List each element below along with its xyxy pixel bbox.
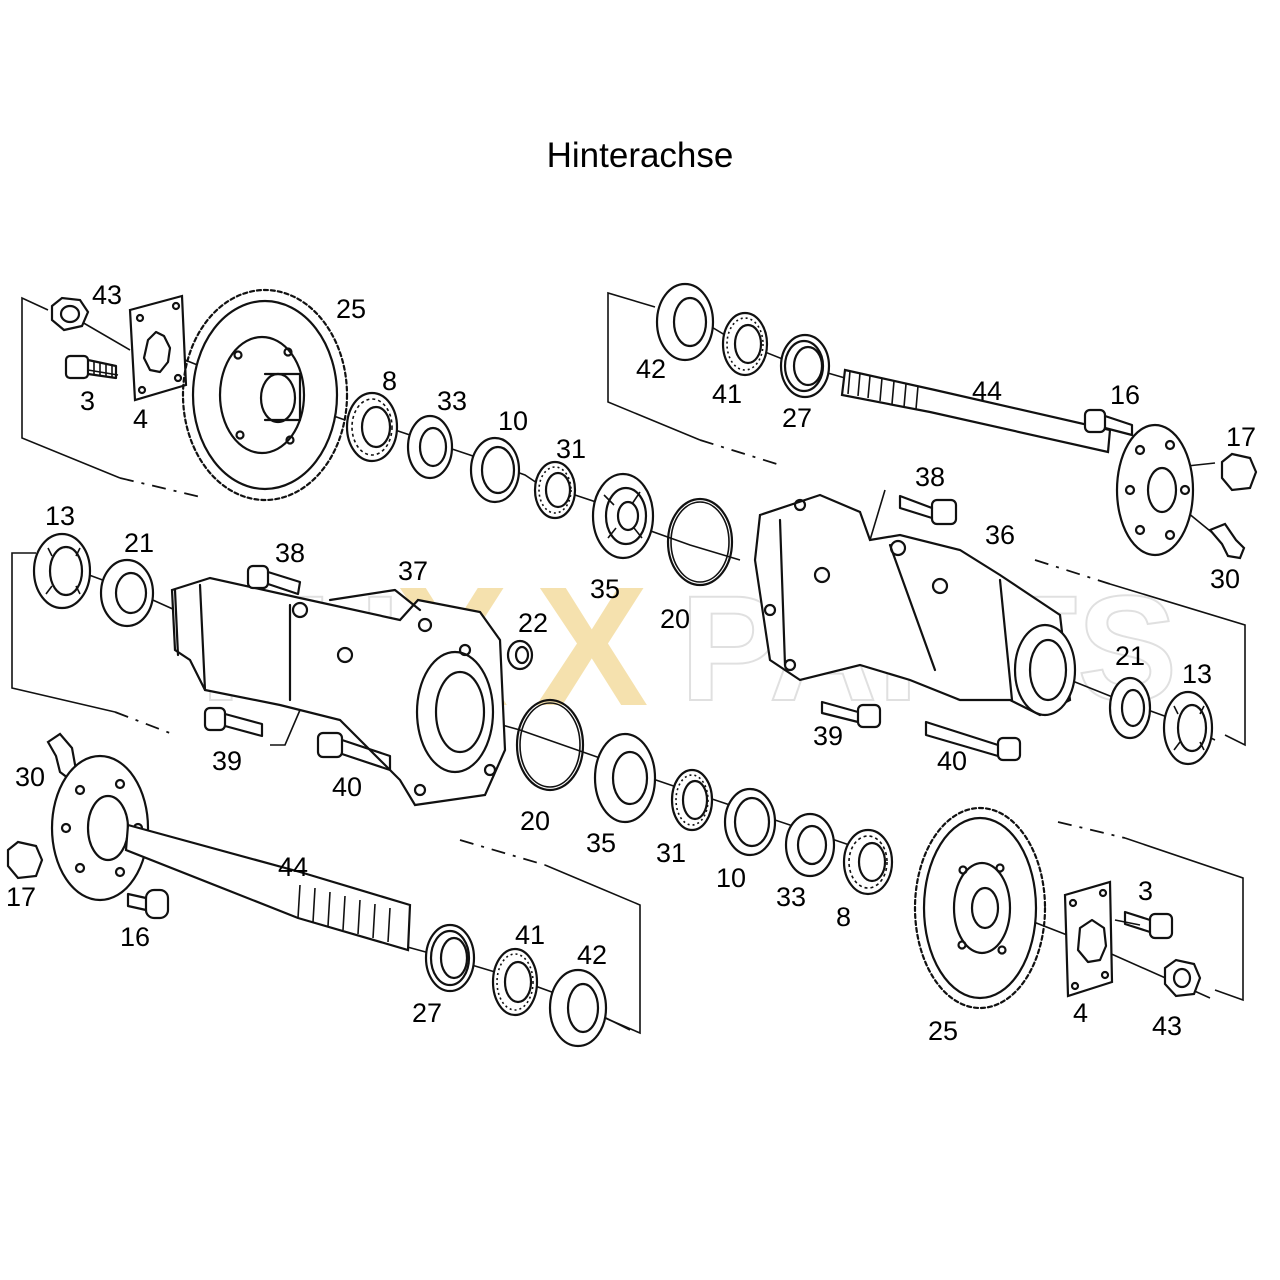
callout-10-bottom: 10: [716, 863, 746, 893]
callout-21-right: 21: [1115, 641, 1145, 671]
callout-27-bottom: 27: [412, 998, 442, 1028]
seal-41-bottom: [491, 947, 539, 1017]
bearing-8-top: [345, 391, 399, 463]
hub-flange-top: [1115, 423, 1195, 557]
callout-30-bottom: 30: [15, 762, 45, 792]
callout-27-top: 27: [782, 403, 812, 433]
callout-35-top: 35: [590, 574, 620, 604]
bearing-35-top: [591, 472, 655, 560]
callout-25-top: 25: [336, 294, 366, 324]
bearing-13-right: [1162, 690, 1214, 766]
bearing-27-bottom: [424, 923, 476, 993]
ring-33-top: [406, 414, 454, 480]
callout-17-top: 17: [1226, 422, 1256, 452]
callout-43-top: 43: [92, 280, 122, 310]
bolt-39-right: [820, 700, 882, 729]
callout-8-bottom: 8: [836, 902, 851, 932]
seal-41-top: [721, 311, 769, 377]
callout-36: 36: [985, 520, 1015, 550]
bearing-8-mid: [842, 828, 894, 896]
callout-33-bottom: 33: [776, 882, 806, 912]
callout-30-top: 30: [1210, 564, 1240, 594]
oring-20-mid: [515, 698, 585, 792]
nut-43-bottom: [1163, 958, 1202, 998]
callout-10-top: 10: [498, 406, 528, 436]
circlip-10-mid: [723, 787, 777, 857]
callout-44-bottom: 44: [278, 852, 308, 882]
axle-housing-left: [170, 576, 507, 807]
stud-30-top: [1208, 522, 1246, 560]
callout-42-top: 42: [636, 354, 666, 384]
gear-25-top: [181, 288, 349, 502]
bolt-38-left: [246, 564, 302, 596]
callout-42-bottom: 42: [577, 940, 607, 970]
bolt-40-right: [924, 720, 1022, 762]
bolt-16-top: [1083, 408, 1134, 437]
callout-13-left: 13: [45, 501, 75, 531]
callout-39-left: 39: [212, 746, 242, 776]
callout-33-top: 33: [437, 386, 467, 416]
callout-16-bottom: 16: [120, 922, 150, 952]
callout-labels: 43 3 4 25 8 33 10 31 35 20 42 41 27 44 1…: [6, 280, 1256, 1046]
callout-41-bottom: 41: [515, 920, 545, 950]
seal-42-top: [655, 282, 715, 362]
callout-38-left: 38: [275, 538, 305, 568]
nut-17-bottom: [6, 840, 44, 880]
callout-25-bottom: 25: [928, 1016, 958, 1046]
shaft-44-bottom: [124, 823, 412, 952]
callout-31-top: 31: [556, 434, 586, 464]
callout-40-right: 40: [937, 746, 967, 776]
circlip-10-top: [469, 436, 521, 504]
lock-plate-4-bottom: [1063, 880, 1114, 998]
gear-25-bottom: [913, 806, 1047, 1010]
bolt-3-bottom: [1123, 910, 1174, 940]
callout-13-right: 13: [1182, 659, 1212, 689]
callout-43-bottom: 43: [1152, 1011, 1182, 1041]
callout-8-top: 8: [382, 366, 397, 396]
callout-38-right: 38: [915, 462, 945, 492]
seal-42-bottom: [548, 968, 608, 1048]
watermark-x2: X: [535, 552, 648, 742]
callout-21-left: 21: [124, 528, 154, 558]
bolt-16-bottom: [126, 888, 170, 920]
callout-16-top: 16: [1110, 380, 1140, 410]
callout-3-top: 3: [80, 386, 95, 416]
callout-4-top: 4: [133, 404, 148, 434]
callout-35-bottom: 35: [586, 828, 616, 858]
bolt-38-right: [898, 494, 958, 526]
seal-35-mid: [593, 732, 657, 824]
callout-31-bottom: 31: [656, 838, 686, 868]
nut-17-top: [1220, 452, 1258, 492]
callout-20-top: 20: [660, 604, 690, 634]
bolt-40-left: [316, 731, 392, 772]
callout-17-bottom: 17: [6, 882, 36, 912]
bolt-39-left: [203, 706, 301, 746]
callout-3-bottom: 3: [1138, 876, 1153, 906]
callout-39-right: 39: [813, 721, 843, 751]
diagram-title: Hinterachse: [546, 136, 734, 175]
seal-21-right: [1108, 676, 1152, 740]
bushing-22: [506, 639, 534, 671]
shaft-44-top: [840, 368, 1112, 454]
callout-40-left: 40: [332, 772, 362, 802]
ring-33-mid: [784, 812, 836, 878]
axle-housing-right: [753, 489, 1077, 717]
callout-4-bottom: 4: [1073, 998, 1088, 1028]
oring-20-top: [666, 497, 734, 587]
bolt-3-top: [64, 354, 118, 380]
bearing-27-top: [779, 333, 831, 399]
seal-31-top: [533, 460, 577, 520]
callout-37: 37: [398, 556, 428, 586]
seal-31-mid: [670, 768, 714, 832]
seal-21-left: [99, 558, 155, 628]
callout-22: 22: [518, 608, 548, 638]
nut-43-top: [50, 296, 90, 332]
bearing-13-left: [32, 532, 92, 610]
callout-20-bottom: 20: [520, 806, 550, 836]
lock-plate-4-top: [128, 294, 188, 402]
callout-41-top: 41: [712, 379, 742, 409]
callout-44-top: 44: [972, 376, 1002, 406]
